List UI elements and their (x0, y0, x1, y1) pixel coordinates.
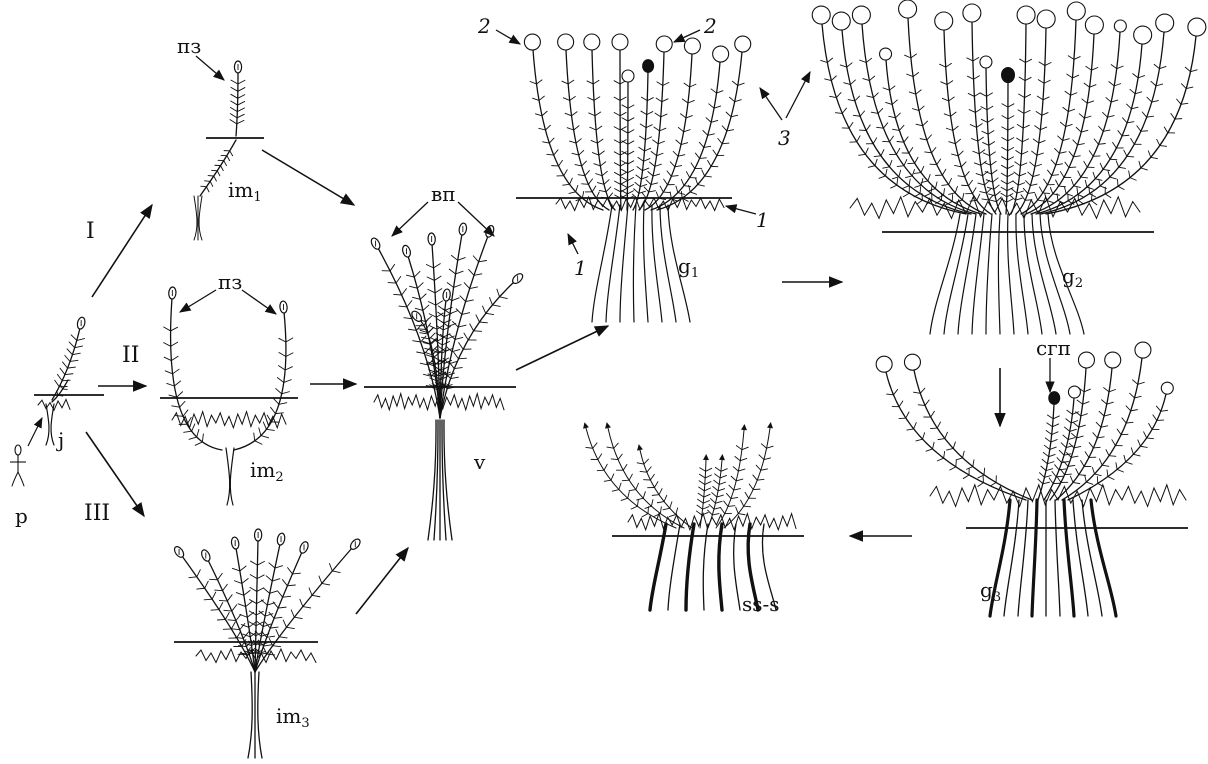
label-vp: вп (431, 184, 456, 204)
arrow-im3-to-v (356, 548, 408, 614)
label-ss-s: ss-s (742, 594, 780, 614)
plant-ss-s (583, 422, 804, 610)
label-v: v (474, 452, 485, 472)
plant-v (364, 223, 524, 540)
pointer-pz-im2-left (180, 290, 216, 312)
label-im2: im2 (250, 460, 284, 488)
label-im1: im1 (228, 180, 262, 208)
pointer-pz-im2-right (242, 290, 276, 314)
plant-drawings (10, 0, 1206, 758)
label-j: j (58, 430, 64, 450)
pathway-label-i: I (86, 222, 95, 242)
label-im3: im3 (276, 706, 310, 734)
number-label-2-right: 2 (704, 16, 717, 36)
plant-im1 (194, 61, 264, 240)
pointer-vp-left (392, 202, 428, 236)
plant-im3 (173, 529, 362, 758)
pointer-1-right (726, 206, 756, 214)
arrow-pathway-i (92, 205, 152, 297)
pointer-j-to-p (28, 418, 42, 446)
number-label-1-left: 1 (574, 258, 587, 278)
label-pz-top: пз (177, 36, 201, 56)
arrow-im1-to-v (262, 150, 354, 205)
number-label-1-right: 1 (756, 210, 769, 230)
plant-g1 (516, 34, 751, 322)
number-label-2-left: 2 (478, 16, 491, 36)
label-pz-im2: пз (218, 272, 242, 292)
label-g2: g2 (1062, 266, 1083, 294)
label-p: p (15, 506, 28, 526)
pointer-3-left (760, 88, 782, 120)
pointer-1-left (568, 234, 578, 254)
pointer-pz-top (196, 56, 224, 80)
plant-p (10, 445, 26, 486)
pointer-2-left (496, 30, 520, 44)
pointer-3-right (786, 72, 810, 118)
plant-g2 (812, 0, 1206, 334)
plant-j (34, 316, 104, 445)
label-g3: g3 (980, 580, 1001, 608)
pathway-label-iii: III (84, 504, 110, 524)
plant-g3 (876, 342, 1188, 616)
number-label-3: 3 (778, 128, 791, 148)
label-g1: g1 (678, 256, 699, 284)
pathway-label-ii: II (122, 346, 139, 366)
arrow-v-to-g1 (516, 326, 608, 370)
label-sgp: сгп (1036, 338, 1071, 358)
arrows (28, 30, 1050, 614)
